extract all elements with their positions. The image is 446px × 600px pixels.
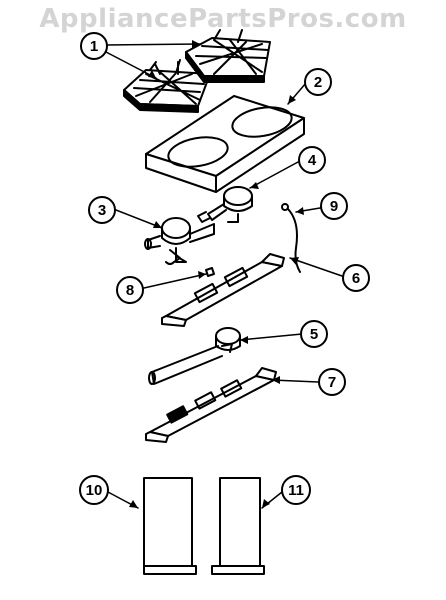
callout-label-7: 7 xyxy=(328,374,336,391)
callout-label-11: 11 xyxy=(288,482,304,499)
callout-label-10: 10 xyxy=(86,482,103,499)
callout-label-5: 5 xyxy=(310,326,318,343)
callout-2: 2 xyxy=(304,68,332,96)
side-panel-left xyxy=(143,477,197,575)
small-clip xyxy=(205,267,215,277)
callout-11: 11 xyxy=(281,475,311,505)
bracket-lower xyxy=(145,367,277,443)
grate-right xyxy=(185,29,271,83)
callout-label-4: 4 xyxy=(308,152,317,169)
callout-label-2: 2 xyxy=(314,74,322,91)
bracket-upper xyxy=(161,253,285,327)
callout-label-9: 9 xyxy=(330,198,338,215)
burner-right xyxy=(197,186,253,223)
side-panel-right xyxy=(211,477,265,575)
leader-arrowheads xyxy=(129,40,304,508)
callout-1: 1 xyxy=(80,32,108,60)
callout-3: 3 xyxy=(88,196,116,224)
callout-label-1: 1 xyxy=(90,38,98,55)
callout-5: 5 xyxy=(300,320,328,348)
callout-label-3: 3 xyxy=(98,202,106,219)
burner-left xyxy=(144,217,215,265)
callout-label-6: 6 xyxy=(352,270,360,287)
callout-10: 10 xyxy=(79,475,109,505)
callout-7: 7 xyxy=(318,368,346,396)
cooktop-panel xyxy=(145,95,305,193)
callout-label-8: 8 xyxy=(126,282,134,299)
grate-left xyxy=(123,59,211,113)
burner-tube xyxy=(148,327,241,385)
callout-6: 6 xyxy=(342,264,370,292)
leader-lines xyxy=(105,43,343,509)
igniter-wire xyxy=(281,203,301,273)
callout-9: 9 xyxy=(320,192,348,220)
callout-8: 8 xyxy=(116,276,144,304)
site-watermark: AppliancePartsPros.com xyxy=(39,4,407,34)
callout-4: 4 xyxy=(298,146,326,174)
